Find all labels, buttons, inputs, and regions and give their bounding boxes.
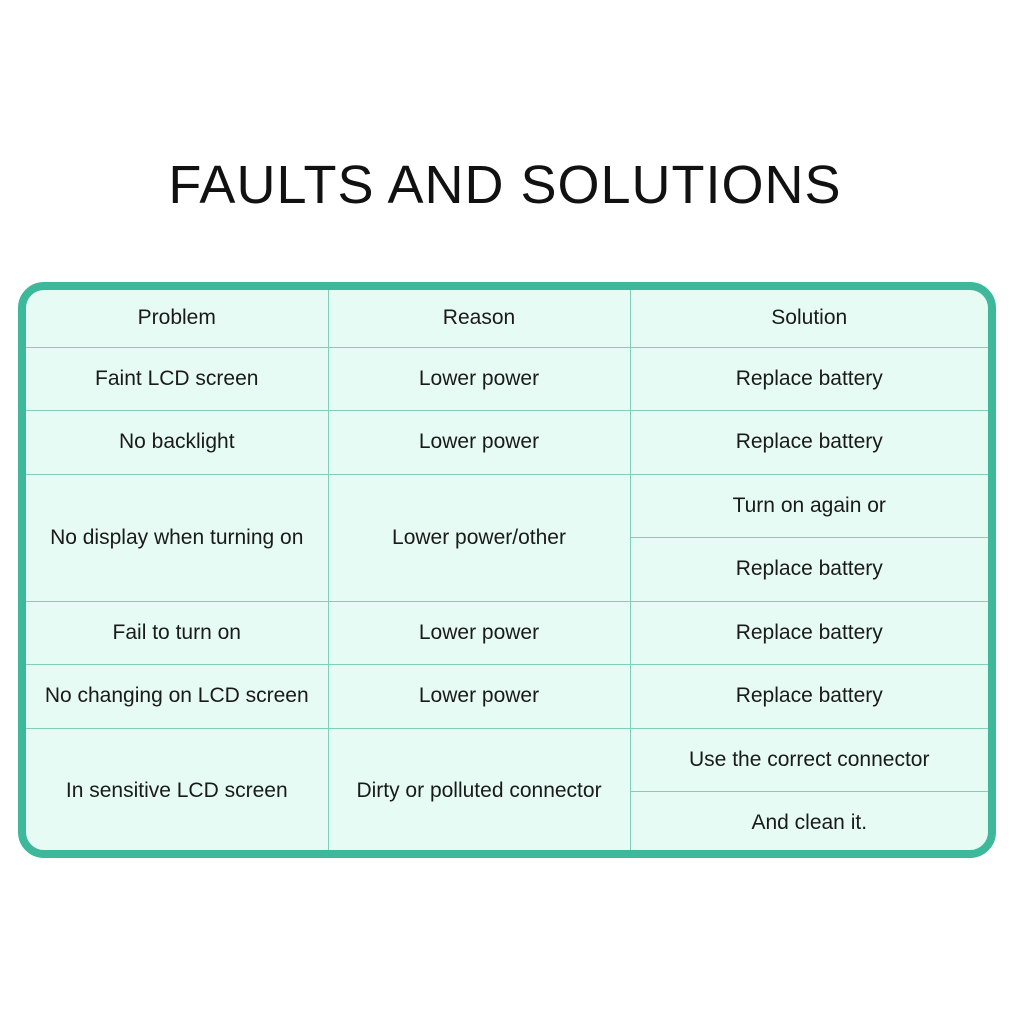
cell-reason: Lower power (327, 410, 631, 475)
cell-solution: Replace battery (629, 410, 988, 475)
table-header-row: Problem Reason Solution (26, 290, 988, 348)
cell-solution: Use the correct connector (629, 727, 988, 792)
table-row: Faint LCD screen Lower power Replace bat… (26, 346, 988, 411)
cell-reason: Lower power (327, 346, 631, 411)
cell-solution: Replace battery (629, 346, 988, 411)
page-title: FAULTS AND SOLUTIONS (168, 155, 842, 215)
faults-table-frame: Problem Reason Solution Faint LCD screen… (18, 282, 996, 858)
cell-reason: Lower power (327, 664, 631, 729)
table-row-continuation: Replace battery (26, 537, 988, 602)
table-row: No display when turning on Lower power/o… (26, 473, 988, 602)
cell-solution: Replace battery (629, 600, 988, 665)
table-row: In sensitive LCD screen Dirty or pollute… (26, 727, 988, 850)
cell-problem: No backlight (26, 410, 329, 475)
table-row: No backlight Lower power Replace battery (26, 410, 988, 475)
cell-problem: Fail to turn on (26, 600, 329, 665)
cell-solution: Replace battery (630, 537, 988, 602)
cell-problem: Faint LCD screen (26, 346, 329, 411)
cell-solution: Replace battery (629, 664, 988, 729)
cell-solution: And clean it. (630, 791, 988, 850)
cell-problem: No display when turning on (26, 473, 329, 602)
cell-reason: Lower power/other (327, 473, 631, 602)
cell-problem: No changing on LCD screen (26, 664, 329, 729)
cell-problem: In sensitive LCD screen (26, 727, 329, 850)
cell-reason: Dirty or polluted connector (327, 727, 631, 850)
cell-solution: Turn on again or (629, 473, 988, 538)
table-row: Fail to turn on Lower power Replace batt… (26, 600, 988, 665)
table-row-continuation: And clean it. (26, 791, 988, 850)
header-problem: Problem (26, 290, 329, 348)
faults-table: Problem Reason Solution Faint LCD screen… (26, 290, 988, 850)
table-row: No changing on LCD screen Lower power Re… (26, 664, 988, 729)
cell-reason: Lower power (327, 600, 631, 665)
header-solution: Solution (629, 290, 988, 348)
header-reason: Reason (327, 290, 631, 348)
